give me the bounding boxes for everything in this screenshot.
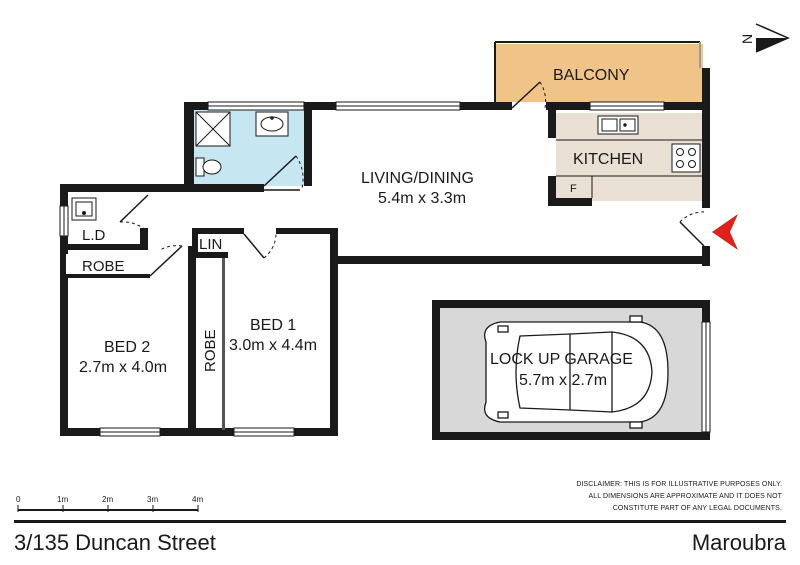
shower-icon: [195, 111, 231, 147]
scale-tick-2: 2m: [102, 495, 113, 504]
fridge-label: F: [570, 183, 577, 195]
bed2-dims: 2.7m x 4.0m: [79, 359, 167, 376]
bed1-label: BED 1: [250, 317, 296, 334]
laundry-label: L.D: [82, 227, 106, 244]
bed2-label: BED 2: [104, 339, 150, 356]
balcony-outline: [494, 41, 701, 109]
kitchen-bench: [556, 115, 702, 198]
kitchen-label: KITCHEN: [573, 151, 643, 168]
disclaimer: DISCLAIMER: THIS IS FOR ILLUSTRATIVE PUR…: [542, 479, 782, 515]
basin-icon: [255, 111, 289, 137]
garage-outline: [432, 300, 711, 440]
door-swings: [119, 155, 705, 277]
balcony-label: BALCONY: [553, 67, 630, 84]
suburb: Maroubra: [691, 530, 786, 555]
bed1-dims: 3.0m x 4.4m: [229, 337, 317, 354]
north-arrow-icon: N: [739, 23, 790, 53]
garage-label: LOCK UP GARAGE: [490, 351, 633, 368]
address: 3/135 Duncan Street: [14, 530, 216, 555]
walls: [60, 68, 710, 436]
robe-side-label: ROBE: [202, 329, 219, 372]
scale-bar: 0 1m 2m 3m 4m: [16, 495, 203, 512]
linen-label: LIN: [199, 236, 222, 253]
compass-label: N: [739, 34, 755, 44]
living-label: LIVING/DINING: [361, 170, 474, 187]
entry-arrow-icon: [712, 214, 738, 250]
scale-tick-1: 1m: [57, 495, 68, 504]
robe-top-label: ROBE: [82, 258, 125, 275]
disclaimer-line-2: ALL DIMENSIONS ARE APPROXIMATE AND IT DO…: [588, 493, 782, 500]
footer-rule: [14, 520, 786, 523]
scale-tick-3: 3m: [147, 495, 158, 504]
scale-tick-4: 4m: [192, 495, 203, 504]
garage-dims: 5.7m x 2.7m: [519, 372, 607, 389]
disclaimer-line-3: CONSTITUTE PART OF ANY LEGAL DOCUMENTS.: [612, 505, 782, 512]
cooktop-icon: [671, 143, 701, 173]
scale-tick-0: 0: [16, 495, 21, 504]
windows: [59, 101, 665, 437]
disclaimer-line-1: DISCLAIMER: THIS IS FOR ILLUSTRATIVE PUR…: [576, 481, 782, 488]
living-dims: 5.4m x 3.3m: [378, 190, 466, 207]
car-icon: [483, 315, 669, 429]
laundry-tub-icon: [71, 197, 97, 221]
toilet-icon: [195, 157, 222, 177]
